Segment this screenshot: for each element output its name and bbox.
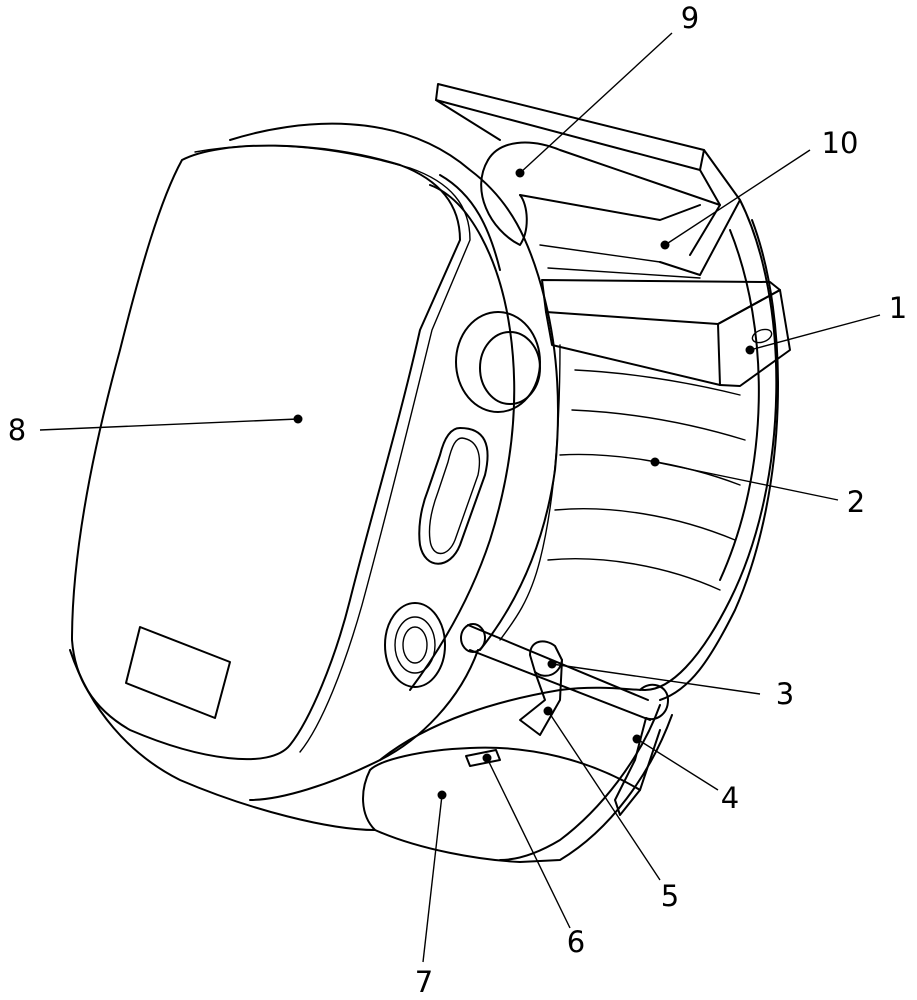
screen-label-plate [125,626,231,719]
callout-dots [293,168,755,800]
callout-9: 9 [681,1,699,35]
strap-loop [541,279,791,387]
callout-labels: 1 2 3 4 5 6 7 8 9 10 [8,1,907,999]
leader-6 [486,757,571,929]
callout-6: 6 [567,925,585,959]
callout-4: 4 [721,781,739,815]
side-button [418,427,489,565]
leader-9 [519,32,673,174]
dot-2 [650,457,660,467]
dot-5 [543,706,553,716]
dot-6 [482,753,492,763]
upper-strap-buckle [435,83,741,279]
dot-4 [632,734,642,744]
leader-8 [39,418,299,431]
leader-5 [547,710,661,881]
leader-1 [749,314,881,351]
callout-8: 8 [8,413,26,447]
dot-3 [547,659,557,669]
dot-8 [293,414,303,424]
leader-3 [551,663,761,695]
crown-button [455,311,541,413]
leader-7 [422,794,443,963]
leader-10 [664,149,811,246]
leader-lines [39,32,881,963]
watch-body [69,122,646,863]
leader-4 [636,738,719,791]
clasp-assembly [369,623,669,816]
callout-10: 10 [822,126,859,160]
watch-face [71,144,471,761]
sensor-button [384,602,446,688]
leader-2 [654,461,839,501]
callout-2: 2 [847,485,865,519]
dot-1 [745,345,755,355]
callout-3: 3 [776,677,794,711]
dot-9 [515,168,525,178]
dot-10 [660,240,670,250]
dot-7 [437,790,447,800]
callout-1: 1 [889,291,907,325]
strap-band [499,199,779,863]
callout-5: 5 [661,879,679,913]
callout-7: 7 [415,965,433,999]
